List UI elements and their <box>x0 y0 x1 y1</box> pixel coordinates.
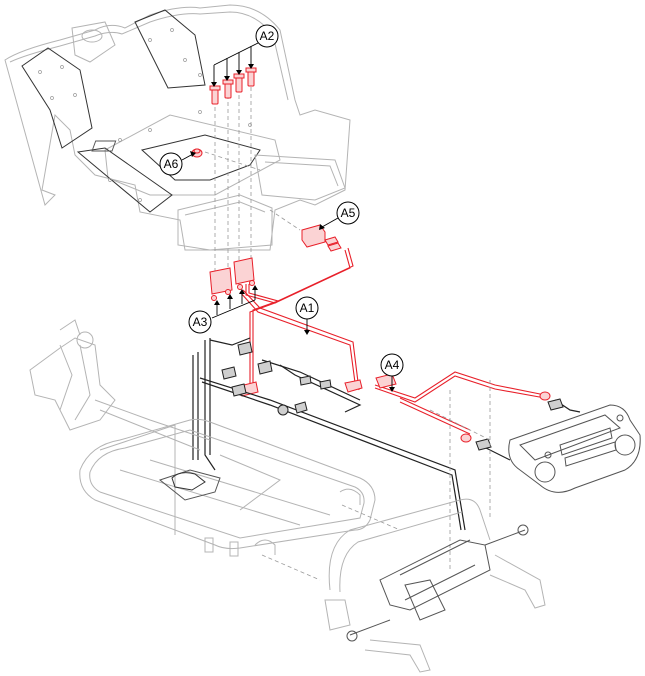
shroud-grommet <box>191 148 203 158</box>
callout-a2[interactable]: A2 <box>211 24 279 87</box>
harness-inline-connector <box>375 373 397 389</box>
chassis-frame <box>79 418 376 557</box>
callout-circle-a2 <box>255 24 279 48</box>
right-fender-panel <box>134 9 206 89</box>
black-harness <box>192 337 581 531</box>
front-frame <box>29 319 211 451</box>
console-panel <box>140 134 261 181</box>
screw <box>233 73 245 93</box>
callout-label-a2: A2 <box>260 29 275 43</box>
callout-label-a4: A4 <box>385 358 400 372</box>
screw <box>222 79 234 99</box>
shroud-screws <box>209 67 257 105</box>
screw <box>245 67 257 87</box>
frame-explode-lines <box>261 380 491 581</box>
rear-shroud <box>4 4 351 251</box>
callout-a5[interactable]: A5 <box>319 201 360 230</box>
callout-a3[interactable]: A3 <box>188 285 258 334</box>
callout-label-a6: A6 <box>164 157 179 171</box>
battery-cover <box>171 472 206 491</box>
motor <box>379 539 491 611</box>
rear-drive-assembly <box>324 498 546 673</box>
shroud-holes <box>38 28 252 202</box>
left-fender-panel <box>21 47 93 149</box>
callout-circle-a4 <box>380 353 404 377</box>
transaxle <box>404 579 446 621</box>
callout-label-a1: A1 <box>300 301 315 315</box>
callout-a1[interactable]: A1 <box>295 296 319 335</box>
harness-connectors-lower <box>209 257 255 301</box>
callout-circle-a1 <box>295 296 319 320</box>
callout-a4[interactable]: A4 <box>380 353 404 392</box>
callout-label-a5: A5 <box>341 206 356 220</box>
callout-a6[interactable]: A6 <box>159 151 196 176</box>
floor-panel <box>76 147 173 213</box>
callout-label-a3: A3 <box>193 315 208 329</box>
main-wiring-harness <box>239 247 551 443</box>
screw-explode-lines <box>204 80 301 300</box>
front-bumper <box>508 404 641 493</box>
screw <box>209 85 221 105</box>
callout-circle-a3 <box>188 310 212 334</box>
callout-circle-a5 <box>336 201 360 225</box>
callout-circle-a6 <box>159 152 183 176</box>
